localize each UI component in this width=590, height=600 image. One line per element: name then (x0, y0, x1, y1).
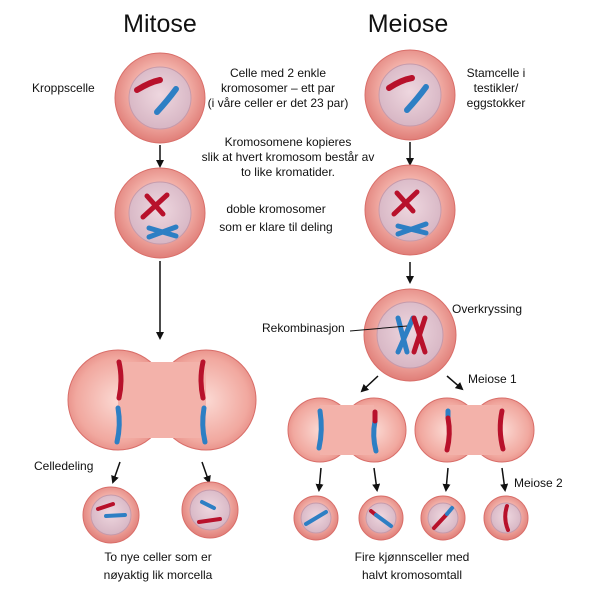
arrow (446, 375, 464, 391)
meiosis-result-line-1: Fire kjønnsceller med (355, 550, 470, 564)
meiosis-stem-cell (364, 49, 456, 141)
gamete-4 (483, 495, 529, 541)
body-cell-label: Kroppscelle (32, 81, 95, 95)
red-chromatid (394, 190, 416, 214)
recombination-pointer (349, 325, 408, 332)
blue-chromatid (395, 221, 429, 237)
cell-division-label: Celledeling (34, 459, 93, 473)
arrow (315, 467, 324, 492)
blue-chromosome (404, 84, 429, 113)
meiosis1-label: Meiose 1 (468, 372, 517, 386)
cell-desc-line-1: Celle med 2 enkle (230, 66, 326, 80)
blue-chromatid (146, 224, 179, 240)
cell-desc-line-3: (i våre celler er det 23 par) (208, 96, 349, 110)
blue-segment (445, 506, 454, 516)
mitosis-daughter-cell-2 (181, 481, 239, 539)
blue-chromatid (200, 405, 208, 445)
meiosis-result-line-2: halvt kromosomtall (362, 568, 462, 582)
mitosis-result-line-1: To nye celler som er (104, 550, 211, 564)
crossing-over-label: Overkryssing (452, 302, 522, 316)
meiosis-cell-2 (364, 164, 456, 256)
double-desc-line-2: som er klare til deling (219, 220, 332, 234)
blue-chromosome (304, 510, 328, 526)
double-desc-line-1: doble kromosomer (226, 202, 325, 216)
red-chromatid (144, 193, 166, 217)
gamete-2 (358, 495, 404, 541)
mitosis-dividing-cell (67, 349, 257, 451)
copy-desc-line-3: to like kromatider. (241, 165, 335, 179)
blue-chromosome (104, 513, 127, 518)
mitosis-cell-2 (114, 167, 206, 259)
blue-chromatid (395, 315, 416, 355)
gamete-1 (293, 495, 339, 541)
blue-chromosome (200, 500, 216, 510)
red-chromatid (198, 359, 206, 401)
copy-desc-line-2: slik at hvert kromosom består av (202, 150, 375, 164)
red-chromatid (444, 415, 452, 453)
blue-chromatid (395, 315, 410, 355)
red-chromosome (96, 502, 115, 511)
crossing-over-cell (363, 288, 457, 382)
arrow (500, 467, 509, 492)
red-chromatid (497, 408, 506, 452)
red-chromosome (197, 517, 222, 524)
meiosis-title: Meiose (368, 10, 449, 38)
mitosis-cell-1 (114, 52, 206, 144)
blue-chromatid (114, 405, 122, 445)
red-chromatid (411, 315, 428, 355)
arrow (201, 461, 211, 484)
meiosis1-dividing-cell-right (414, 397, 535, 463)
meiosis1-dividing-cell-left (287, 397, 407, 463)
red-chromosome (386, 75, 415, 91)
arrow (360, 375, 379, 393)
red-chromosome (432, 512, 449, 530)
mitosis-title: Mitose (123, 10, 197, 38)
stem-cell-line-1: Stamcelle i (467, 66, 526, 80)
mitosis-result-line-2: nøyaktig lik morcella (104, 568, 213, 582)
arrow (442, 467, 451, 492)
cell-desc-line-2: kromosomer – ett par (221, 81, 335, 95)
mitosis-daughter-cell-1 (82, 486, 140, 544)
recombination-label: Rekombinasjon (262, 321, 345, 335)
red-chromosome (503, 504, 510, 532)
gamete-3 (420, 495, 466, 541)
meiosis2-label: Meiose 2 (514, 476, 563, 490)
red-chromosome (134, 77, 163, 93)
blue-chromosome (154, 86, 179, 115)
copy-desc-line-1: Kromosomene kopieres (225, 135, 352, 149)
arrow (372, 467, 381, 492)
red-chromatid (116, 359, 124, 401)
blue-chromatid (316, 408, 324, 451)
blue-chromosome (374, 513, 393, 528)
stem-cell-line-2: testikler/ (474, 81, 519, 95)
stem-cell-line-3: eggstokker (467, 96, 526, 110)
blue-chromatid (371, 418, 379, 454)
arrow (111, 461, 121, 484)
